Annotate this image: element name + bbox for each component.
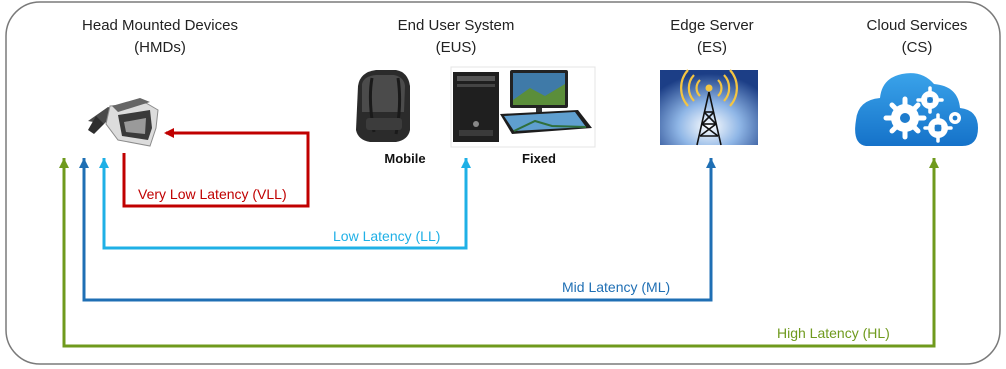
cloud-gears-icon <box>855 73 978 146</box>
fixed-label: Fixed <box>522 151 556 166</box>
hmd-abbr: (HMDs) <box>134 39 186 56</box>
hl-connector <box>59 158 939 348</box>
eus-title: End User System <box>398 17 515 34</box>
ml-label: Mid Latency (ML) <box>562 279 670 295</box>
vr-headset-icon <box>88 98 159 147</box>
ll-label: Low Latency (LL) <box>333 228 440 244</box>
ml-connector <box>79 158 716 302</box>
radio-tower-icon <box>660 69 758 146</box>
cs-title: Cloud Services <box>867 17 968 34</box>
es-abbr: (ES) <box>697 39 727 56</box>
es-title: Edge Server <box>670 17 753 34</box>
backpack-pc-icon <box>356 70 410 142</box>
eus-abbr: (EUS) <box>436 39 477 56</box>
hl-label: High Latency (HL) <box>777 325 890 341</box>
mobile-label: Mobile <box>384 151 425 166</box>
cs-abbr: (CS) <box>902 39 933 56</box>
vll-label: Very Low Latency (VLL) <box>138 186 287 202</box>
ll-connector <box>99 158 471 250</box>
desktop-workstation-icon <box>450 66 596 148</box>
hmd-title: Head Mounted Devices <box>82 17 238 34</box>
diagram-frame <box>5 1 1001 365</box>
vll-connector <box>122 128 310 208</box>
